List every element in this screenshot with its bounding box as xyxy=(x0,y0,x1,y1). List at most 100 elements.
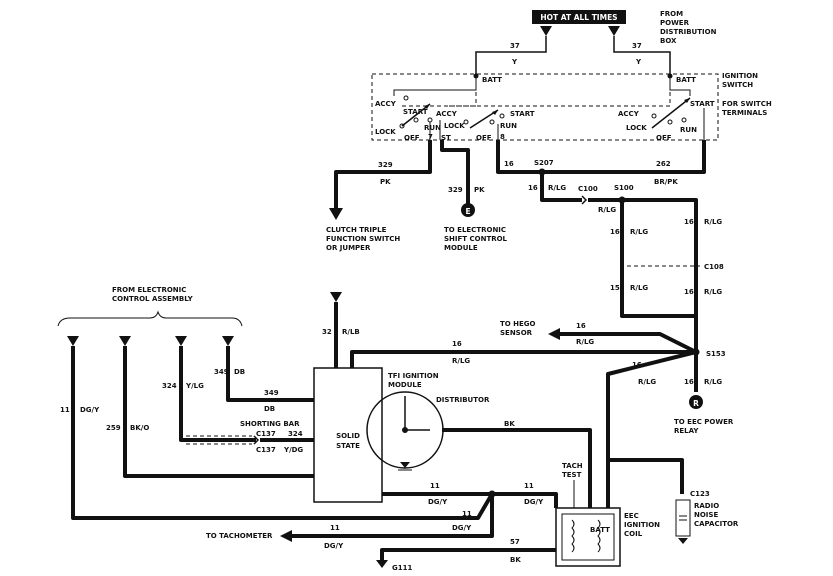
svg-text:11: 11 xyxy=(60,406,70,414)
svg-text:OFF: OFF xyxy=(404,134,420,142)
svg-text:11: 11 xyxy=(430,482,440,490)
to-eec-power-relay-label: TO EEC POWER RELAY xyxy=(674,418,734,435)
svg-text:C137: C137 xyxy=(256,430,276,438)
svg-text:R/LG: R/LG xyxy=(598,206,616,214)
svg-text:16: 16 xyxy=(528,184,538,192)
svg-text:SWITCH: SWITCH xyxy=(722,81,753,89)
for-switch-terminals-label: FOR SWITCH TERMINALS xyxy=(722,100,772,117)
svg-text:FROM ELECTRONIC: FROM ELECTRONIC xyxy=(112,286,186,294)
eca-brace xyxy=(57,310,243,327)
svg-text:IGNITION: IGNITION xyxy=(722,72,758,80)
clutch-switch-label: CLUTCH TRIPLE FUNCTION SWITCH OR JUMPER xyxy=(326,226,400,252)
svg-text:DISTRIBUTION: DISTRIBUTION xyxy=(660,28,717,36)
svg-text:11: 11 xyxy=(462,510,472,518)
svg-text:329: 329 xyxy=(448,186,463,194)
batt-left: BATT xyxy=(482,76,502,84)
svg-text:POWER: POWER xyxy=(660,19,690,27)
svg-text:324: 324 xyxy=(162,382,177,390)
svg-text:R/LG: R/LG xyxy=(704,378,722,386)
from-power-distribution-box-label: FROM POWER DISTRIBUTION BOX xyxy=(660,10,717,45)
svg-text:16: 16 xyxy=(684,378,694,386)
svg-text:BATT: BATT xyxy=(590,526,610,534)
svg-text:TO HEGO: TO HEGO xyxy=(500,320,536,328)
svg-text:R/LG: R/LG xyxy=(576,338,594,346)
svg-text:START: START xyxy=(690,100,715,108)
wire-37-left: 37 xyxy=(510,42,520,50)
svg-text:ST: ST xyxy=(441,134,451,142)
wire-37-right: 37 xyxy=(632,42,642,50)
svg-text:START: START xyxy=(403,108,428,116)
svg-text:R/LG: R/LG xyxy=(704,288,722,296)
connector-c100 xyxy=(581,195,588,205)
fuse-right-arrow xyxy=(608,26,620,36)
connector-c100-label: C100 xyxy=(578,185,598,193)
svg-text:ACCY: ACCY xyxy=(618,110,640,118)
svg-text:7: 7 xyxy=(428,133,433,141)
connector-e-letter: E xyxy=(465,207,470,216)
svg-text:TEST: TEST xyxy=(562,471,582,479)
svg-text:IGNITION: IGNITION xyxy=(624,521,660,529)
from-eca-label: FROM ELECTRONIC CONTROL ASSEMBLY xyxy=(112,286,194,303)
svg-text:DG/Y: DG/Y xyxy=(80,406,100,414)
tachometer-arrow xyxy=(280,530,292,542)
svg-text:C137: C137 xyxy=(256,446,276,454)
hego-arrow xyxy=(548,328,560,340)
tfi-module-box xyxy=(313,367,383,503)
svg-text:BK/O: BK/O xyxy=(130,424,149,432)
svg-text:CLUTCH TRIPLE: CLUTCH TRIPLE xyxy=(326,226,387,234)
svg-text:TO ELECTRONIC: TO ELECTRONIC xyxy=(444,226,506,234)
solid-state-label-2: STATE xyxy=(336,442,360,450)
svg-text:32: 32 xyxy=(322,328,332,336)
splice-s153-label: S153 xyxy=(706,350,726,358)
connector-c108-label: C108 xyxy=(704,263,724,271)
svg-text:R/LG: R/LG xyxy=(630,284,648,292)
svg-text:Y/DG: Y/DG xyxy=(283,446,303,454)
svg-text:R/LG: R/LG xyxy=(638,378,656,386)
svg-text:16: 16 xyxy=(684,218,694,226)
svg-text:DG/Y: DG/Y xyxy=(524,498,544,506)
fuse-left-arrow xyxy=(540,26,552,36)
eec-ignition-coil-label: EEC IGNITION COIL xyxy=(624,512,660,538)
svg-text:R/LB: R/LB xyxy=(342,328,360,336)
svg-text:RADIO: RADIO xyxy=(694,502,719,510)
ignition-switch-box xyxy=(371,73,719,141)
to-electronic-shift-label: TO ELECTRONIC SHIFT CONTROL MODULE xyxy=(444,226,508,252)
svg-text:11: 11 xyxy=(524,482,534,490)
svg-text:349: 349 xyxy=(264,389,279,397)
wire-y-right: Y xyxy=(635,58,642,66)
svg-text:FOR SWITCH: FOR SWITCH xyxy=(722,100,772,108)
svg-text:BK: BK xyxy=(510,556,521,564)
svg-text:OFF: OFF xyxy=(476,134,492,142)
svg-text:RUN: RUN xyxy=(680,126,697,134)
distributor-label: DISTRIBUTOR xyxy=(436,396,490,404)
svg-text:LOCK: LOCK xyxy=(626,124,647,132)
eec-ignition-coil xyxy=(555,507,621,567)
svg-text:SENSOR: SENSOR xyxy=(500,329,533,337)
svg-text:16: 16 xyxy=(504,160,514,168)
svg-text:Y/LG: Y/LG xyxy=(185,382,204,390)
svg-text:COIL: COIL xyxy=(624,530,643,538)
svg-text:BR/PK: BR/PK xyxy=(654,178,678,186)
connector-r-letter: R xyxy=(693,399,699,408)
svg-text:NOISE: NOISE xyxy=(694,511,718,519)
svg-text:R/LG: R/LG xyxy=(548,184,566,192)
svg-text:CAPACITOR: CAPACITOR xyxy=(694,520,739,528)
svg-text:PK: PK xyxy=(380,178,391,186)
radio-noise-capacitor-label: RADIO NOISE CAPACITOR xyxy=(694,502,739,528)
svg-text:TO EEC POWER: TO EEC POWER xyxy=(674,418,734,426)
svg-text:259: 259 xyxy=(106,424,121,432)
shorting-bar-label: SHORTING BAR xyxy=(240,420,300,428)
svg-text:R/LG: R/LG xyxy=(452,357,470,365)
svg-text:OFF: OFF xyxy=(656,134,672,142)
clutch-arrow xyxy=(329,208,343,220)
svg-text:16: 16 xyxy=(610,228,620,236)
svg-text:RUN: RUN xyxy=(500,122,517,130)
hot-at-all-times-label: HOT AT ALL TIMES xyxy=(540,13,617,22)
svg-text:DG/Y: DG/Y xyxy=(452,524,472,532)
svg-text:RELAY: RELAY xyxy=(674,427,699,435)
to-hego-label: TO HEGO SENSOR xyxy=(500,320,536,337)
connector-e-circle xyxy=(461,203,475,217)
svg-text:15: 15 xyxy=(610,284,620,292)
svg-text:START: START xyxy=(510,110,535,118)
